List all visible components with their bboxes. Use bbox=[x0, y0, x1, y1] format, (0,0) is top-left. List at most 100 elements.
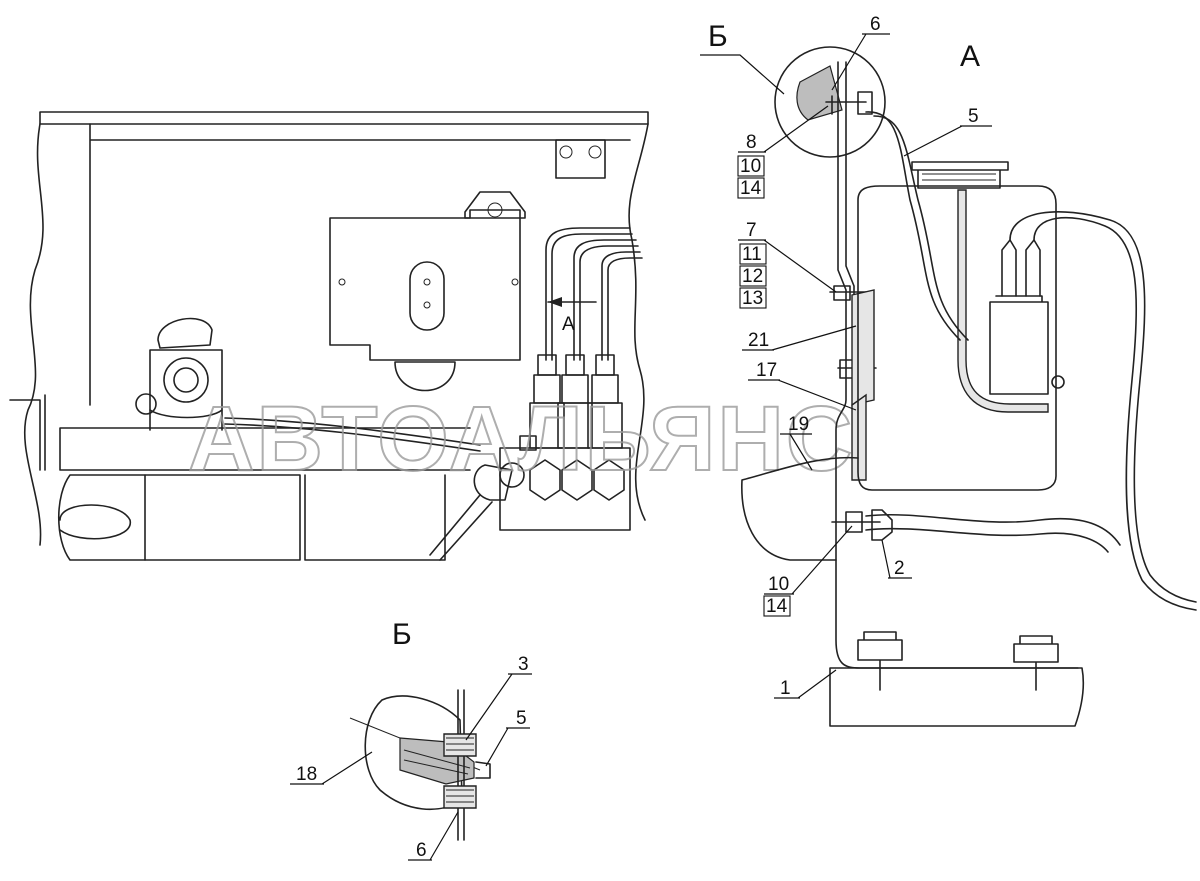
view-arrow-head bbox=[548, 297, 562, 307]
washer-reservoir bbox=[857, 185, 1057, 491]
callout-17: 17 bbox=[756, 360, 777, 381]
leader-5 bbox=[903, 125, 992, 157]
detail-callout-5: 5 bbox=[516, 708, 527, 729]
clamp-bolt bbox=[487, 202, 503, 218]
callout-14-top: 14 bbox=[740, 178, 762, 199]
cab-left-break-line bbox=[23, 123, 44, 546]
callout-14-bottom: 14 bbox=[766, 596, 788, 617]
detail-b-leader bbox=[700, 54, 785, 95]
detail-b-title: Б bbox=[392, 618, 412, 651]
bolt-8 bbox=[825, 91, 873, 115]
bolt-head bbox=[588, 145, 602, 159]
main-view bbox=[9, 111, 649, 561]
clamp-17 bbox=[851, 393, 867, 481]
watermark: АВТОАЛЬЯНС bbox=[188, 388, 854, 490]
frame-bottom bbox=[829, 667, 1085, 727]
lower-panel bbox=[741, 456, 859, 561]
callout-box-12 bbox=[739, 265, 767, 287]
hose-5-b bbox=[873, 115, 969, 341]
pipe-clamp bbox=[464, 191, 526, 219]
detail-callout-18: 18 bbox=[296, 764, 317, 785]
callout-5: 5 bbox=[968, 106, 979, 127]
callout-1: 1 bbox=[780, 678, 791, 699]
leader-1 bbox=[774, 669, 837, 699]
plate-slot bbox=[409, 261, 445, 331]
hose-5-end bbox=[475, 761, 491, 779]
callout-12: 12 bbox=[742, 266, 763, 287]
lamp-housing bbox=[796, 65, 843, 121]
valve-block bbox=[429, 354, 631, 561]
callout-21: 21 bbox=[748, 330, 769, 351]
brake-pipe bbox=[601, 251, 641, 361]
brake-pipe bbox=[545, 227, 631, 361]
plate-hole bbox=[338, 278, 346, 286]
view-a-title: А bbox=[960, 40, 980, 73]
bolt-head bbox=[559, 145, 573, 159]
fuel-tank-outline bbox=[57, 474, 301, 561]
tank-box bbox=[144, 474, 446, 561]
washer-pump bbox=[989, 295, 1049, 395]
wire-harness bbox=[1009, 211, 1197, 603]
leader-5-detail bbox=[485, 727, 530, 767]
callout-box-14-top bbox=[737, 177, 765, 199]
cap-ribs bbox=[922, 173, 996, 181]
mount-bolt bbox=[1013, 635, 1059, 691]
connector-2 bbox=[871, 509, 893, 541]
callout-6: 6 bbox=[870, 14, 881, 35]
brake-pipe bbox=[573, 239, 637, 361]
callout-box-13 bbox=[739, 287, 767, 309]
leader-18 bbox=[290, 751, 373, 785]
callouts-view-a: 6 5 8 10 14 7 11 12 13 21 17 19 2 10 14 … bbox=[737, 14, 992, 699]
slot-hole bbox=[423, 278, 431, 286]
hose-5 bbox=[865, 111, 961, 341]
leader-10-bottom bbox=[764, 525, 853, 595]
leader-6-detail bbox=[408, 811, 459, 861]
mounting-plate bbox=[329, 209, 521, 361]
bracket-plate-small bbox=[555, 139, 606, 179]
brake-pipe bbox=[607, 257, 643, 361]
cab-outline bbox=[39, 111, 649, 125]
callout-13: 13 bbox=[742, 288, 763, 309]
leader-17 bbox=[748, 379, 857, 411]
wire-harness-b bbox=[1033, 216, 1197, 611]
pump-outlets bbox=[1001, 239, 1041, 297]
tank-strap bbox=[59, 504, 131, 540]
cable-harness bbox=[224, 417, 481, 452]
suction-pipe bbox=[957, 189, 1049, 413]
support-bracket bbox=[835, 61, 1079, 669]
view-a-arrow-label: А bbox=[562, 314, 575, 335]
pump-port bbox=[1051, 375, 1065, 389]
callout-2: 2 bbox=[894, 558, 905, 579]
callout-10-top: 10 bbox=[740, 156, 761, 177]
callout-box-10-top bbox=[737, 155, 765, 177]
filler-cap bbox=[911, 161, 1009, 189]
lower-hose bbox=[865, 513, 1121, 553]
leader-8 bbox=[738, 105, 829, 153]
callout-19: 19 bbox=[788, 414, 809, 435]
cab-step-edge bbox=[9, 394, 46, 471]
leader-19 bbox=[780, 433, 813, 471]
detail-callout-3: 3 bbox=[518, 654, 529, 675]
callout-box-11 bbox=[739, 243, 767, 265]
detail-b: Б 3 5 18 6 bbox=[290, 618, 532, 861]
view-a: А bbox=[741, 40, 1197, 727]
callout-8: 8 bbox=[746, 132, 757, 153]
panel-6 bbox=[457, 689, 465, 841]
callout-7: 7 bbox=[746, 220, 757, 241]
leader-2 bbox=[881, 539, 912, 579]
detail-b-circle bbox=[774, 46, 886, 158]
leader-7 bbox=[738, 239, 837, 293]
trailer-socket bbox=[135, 317, 223, 431]
cab-inner-panel bbox=[89, 123, 631, 406]
slot-hole bbox=[423, 301, 431, 309]
callout-11: 11 bbox=[742, 244, 762, 265]
lamp-dome bbox=[394, 361, 456, 392]
leader-3 bbox=[465, 673, 532, 741]
cab-right-break-line bbox=[628, 123, 649, 521]
plate-hole bbox=[511, 278, 519, 286]
frame-rail bbox=[59, 427, 471, 471]
lamp-body-18 bbox=[364, 695, 463, 811]
leader-6 bbox=[831, 33, 890, 91]
callout-10-bottom: 10 bbox=[768, 574, 789, 595]
